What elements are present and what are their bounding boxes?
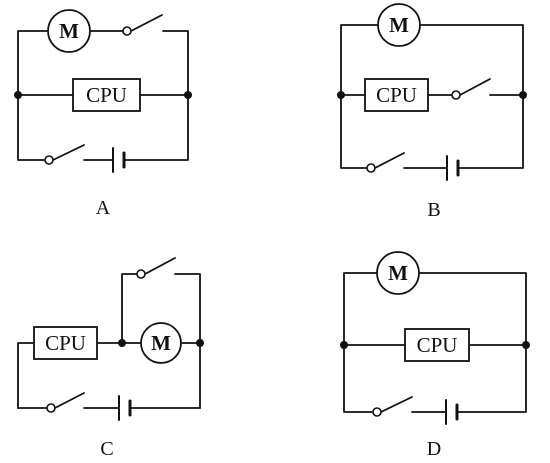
cpu-b: CPU [364, 78, 429, 112]
junction-b-left [337, 91, 345, 99]
switch-b-cpu [451, 78, 491, 100]
cpu-a-label: CPU [86, 83, 127, 107]
switch-c-bypass [136, 257, 176, 279]
option-b-label: B [427, 199, 440, 221]
switch-a-motor [122, 14, 163, 36]
motor-a: M [47, 9, 91, 53]
motor-b: M [377, 3, 421, 47]
circuit-a: M CPU A [14, 9, 192, 219]
cpu-b-label: CPU [376, 83, 417, 107]
battery-a [112, 147, 126, 173]
battery-d [445, 399, 459, 425]
cpu-c: CPU [33, 326, 98, 360]
motor-d-symbol: M [388, 261, 408, 285]
option-a-label: A [96, 197, 111, 219]
motor-a-symbol: M [59, 19, 79, 43]
circuit-d: M CPU D [340, 251, 530, 460]
circuit-c: CPU M C [17, 257, 204, 460]
motor-c-symbol: M [151, 331, 171, 355]
circuit-b: M CPU B [337, 3, 527, 221]
battery-b [446, 155, 460, 181]
switch-d-main [372, 396, 413, 417]
switch-a-main [44, 144, 85, 165]
switch-b-main [366, 152, 405, 173]
option-d-label: D [427, 438, 441, 460]
motor-c: M [140, 322, 182, 364]
junction-c-left [118, 339, 126, 347]
junction-d-left [340, 341, 348, 349]
battery-c [118, 395, 132, 421]
cpu-c-label: CPU [45, 331, 86, 355]
cpu-a: CPU [72, 78, 141, 112]
junction-b-right [519, 91, 527, 99]
cpu-d: CPU [404, 328, 470, 362]
motor-d: M [376, 251, 420, 295]
cpu-d-label: CPU [417, 333, 458, 357]
junction-c-right [196, 339, 204, 347]
junction-a-right [184, 91, 192, 99]
switch-c-main [46, 392, 85, 413]
junction-a-left [14, 91, 22, 99]
junction-d-right [522, 341, 530, 349]
option-c-label: C [100, 438, 113, 460]
motor-b-symbol: M [389, 13, 409, 37]
